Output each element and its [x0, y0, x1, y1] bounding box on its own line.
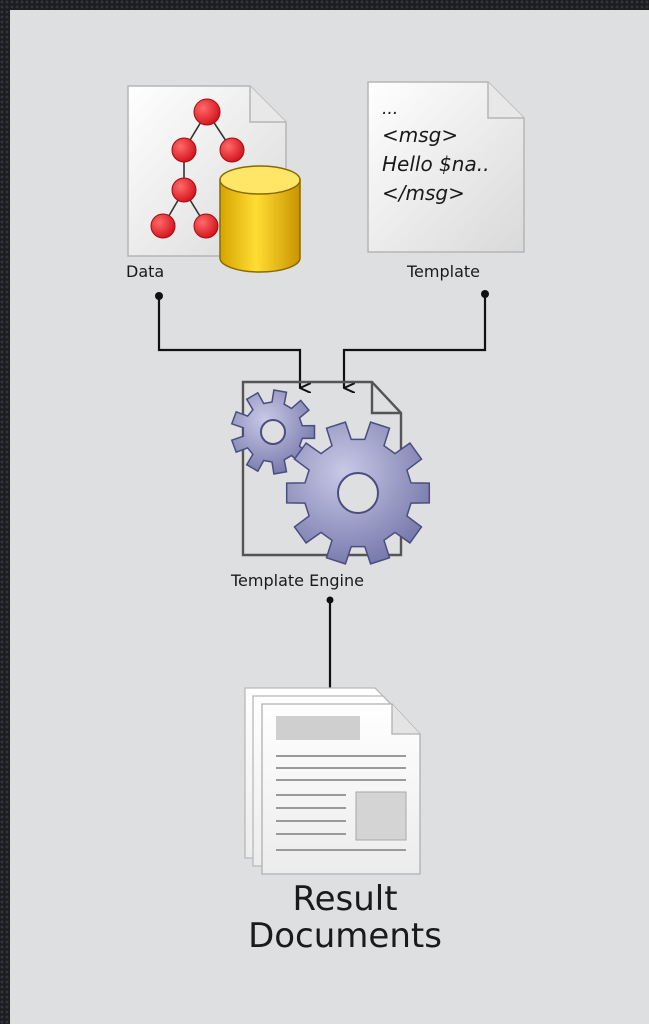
result-label-line-2: Documents: [248, 916, 442, 956]
result-label-line-1: Result: [292, 879, 397, 919]
small-gear: [230, 389, 316, 475]
template-label: Template: [406, 262, 480, 281]
snippet-line-4: </msg>: [382, 181, 465, 205]
snippet-line-2: <msg>: [382, 123, 458, 147]
data-label: Data: [126, 262, 164, 281]
output-connector: [326, 596, 334, 701]
snippet-line-3: Hello $na..: [382, 152, 489, 176]
tree-database-icon: [127, 85, 301, 273]
snippet-line-1: ...: [382, 99, 398, 119]
smallGear-hole: [260, 419, 286, 445]
bigGear-hole: [337, 472, 379, 514]
stacked-documents-icon: [244, 687, 421, 875]
engine-label: Template Engine: [230, 571, 364, 590]
large-gear: [285, 421, 431, 565]
input-connectors: [155, 290, 489, 388]
document-code-icon: [367, 81, 525, 253]
gears-icon: [230, 380, 431, 565]
